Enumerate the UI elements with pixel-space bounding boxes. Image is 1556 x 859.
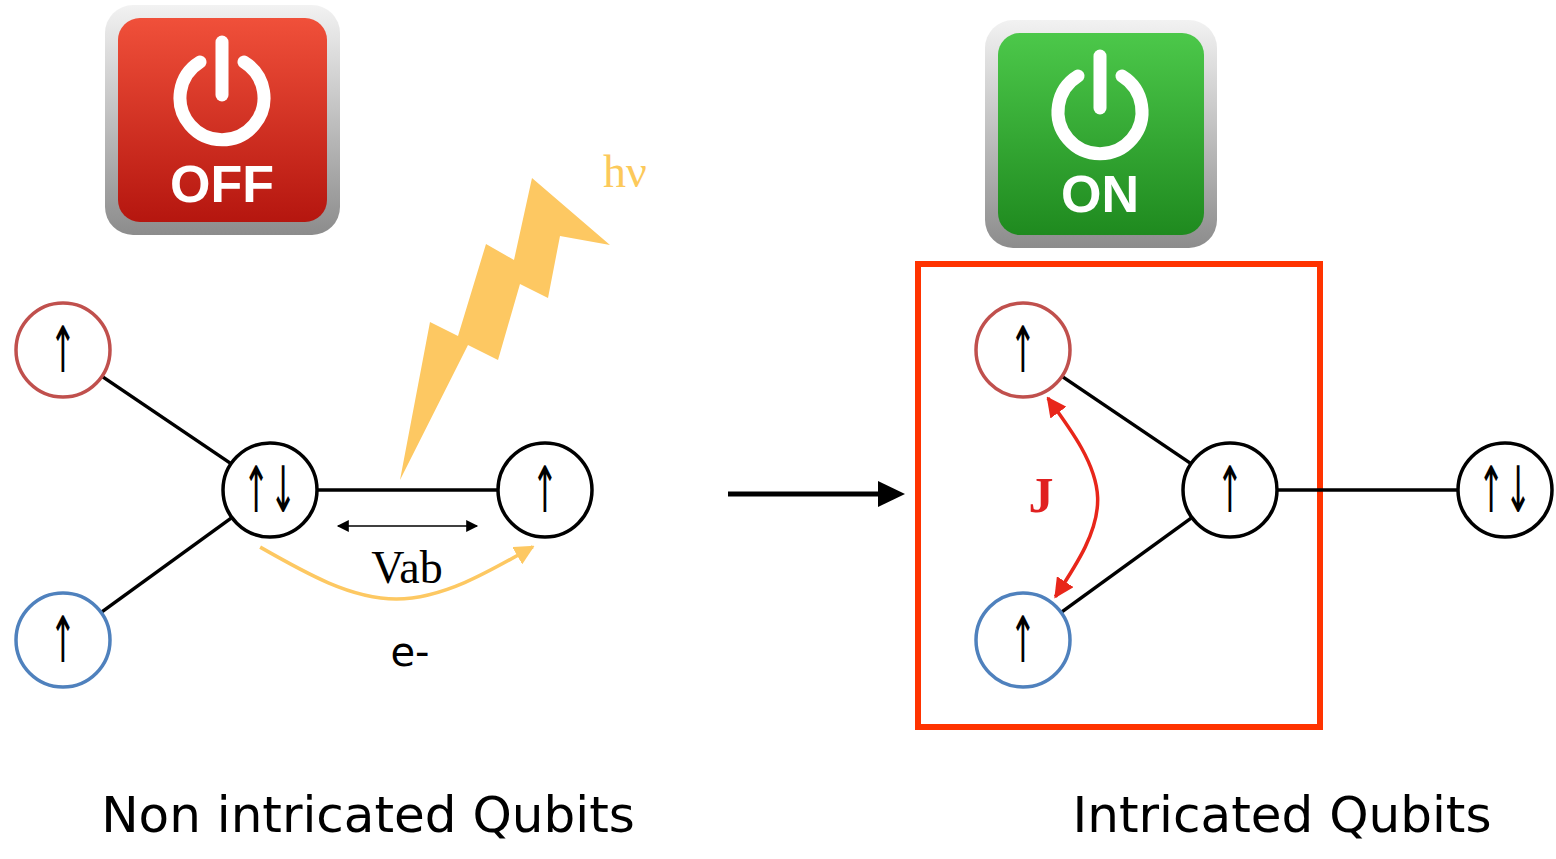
caption-text: Intricated Qubits: [1073, 788, 1492, 843]
site-content: ↑: [12, 589, 114, 691]
electron-label: e-: [390, 630, 429, 674]
button-text: ON: [1061, 166, 1139, 223]
spin-site: ↑↓: [1454, 439, 1556, 541]
site-content: ↑: [494, 439, 596, 541]
coupling-label: Vab: [371, 543, 443, 594]
spin-arrow: ↑: [1217, 458, 1244, 522]
bond-line: [102, 518, 231, 612]
lightning-bolt: [400, 178, 610, 480]
spin-arrow: ↑↓: [1478, 458, 1532, 522]
exchange-label: J: [1029, 468, 1054, 523]
coupling-arrow: [338, 525, 477, 527]
spin-site: ↑: [972, 299, 1074, 401]
transition-arrow: [728, 481, 905, 507]
transfer-arrow: [1048, 398, 1098, 597]
spin-arrow: ↑: [1010, 608, 1037, 672]
site-content: ↑↓: [1454, 439, 1556, 541]
button-text: OFF: [170, 156, 274, 213]
spin-arrow: ↑: [50, 318, 77, 382]
entangled-region: [918, 264, 1320, 727]
site-content: ↑: [972, 589, 1074, 691]
site-content: ↑: [12, 299, 114, 401]
site-content: ↑↓: [219, 439, 321, 541]
spin-arrow: ↑↓: [243, 458, 297, 522]
on-button: [985, 20, 1217, 248]
bond-line: [1062, 518, 1191, 612]
spin-site: ↑↓: [219, 439, 321, 541]
spin-site: ↑: [972, 589, 1074, 691]
spin-arrow: ↑: [50, 608, 77, 672]
caption-text: Non intricated Qubits: [101, 788, 635, 843]
site-content: ↑: [972, 299, 1074, 401]
spin-arrow: ↑: [1010, 318, 1037, 382]
spin-site: ↑: [494, 439, 596, 541]
bond-line: [1278, 488, 1457, 492]
photon-label: hν: [603, 147, 647, 198]
bond-line: [318, 488, 497, 492]
spin-site: ↑: [12, 589, 114, 691]
bond-line: [103, 377, 230, 463]
site-content: ↑: [1179, 439, 1281, 541]
spin-site: ↑: [1179, 439, 1281, 541]
off-button: [105, 5, 340, 235]
spin-site: ↑: [12, 299, 114, 401]
spin-arrow: ↑: [532, 458, 559, 522]
